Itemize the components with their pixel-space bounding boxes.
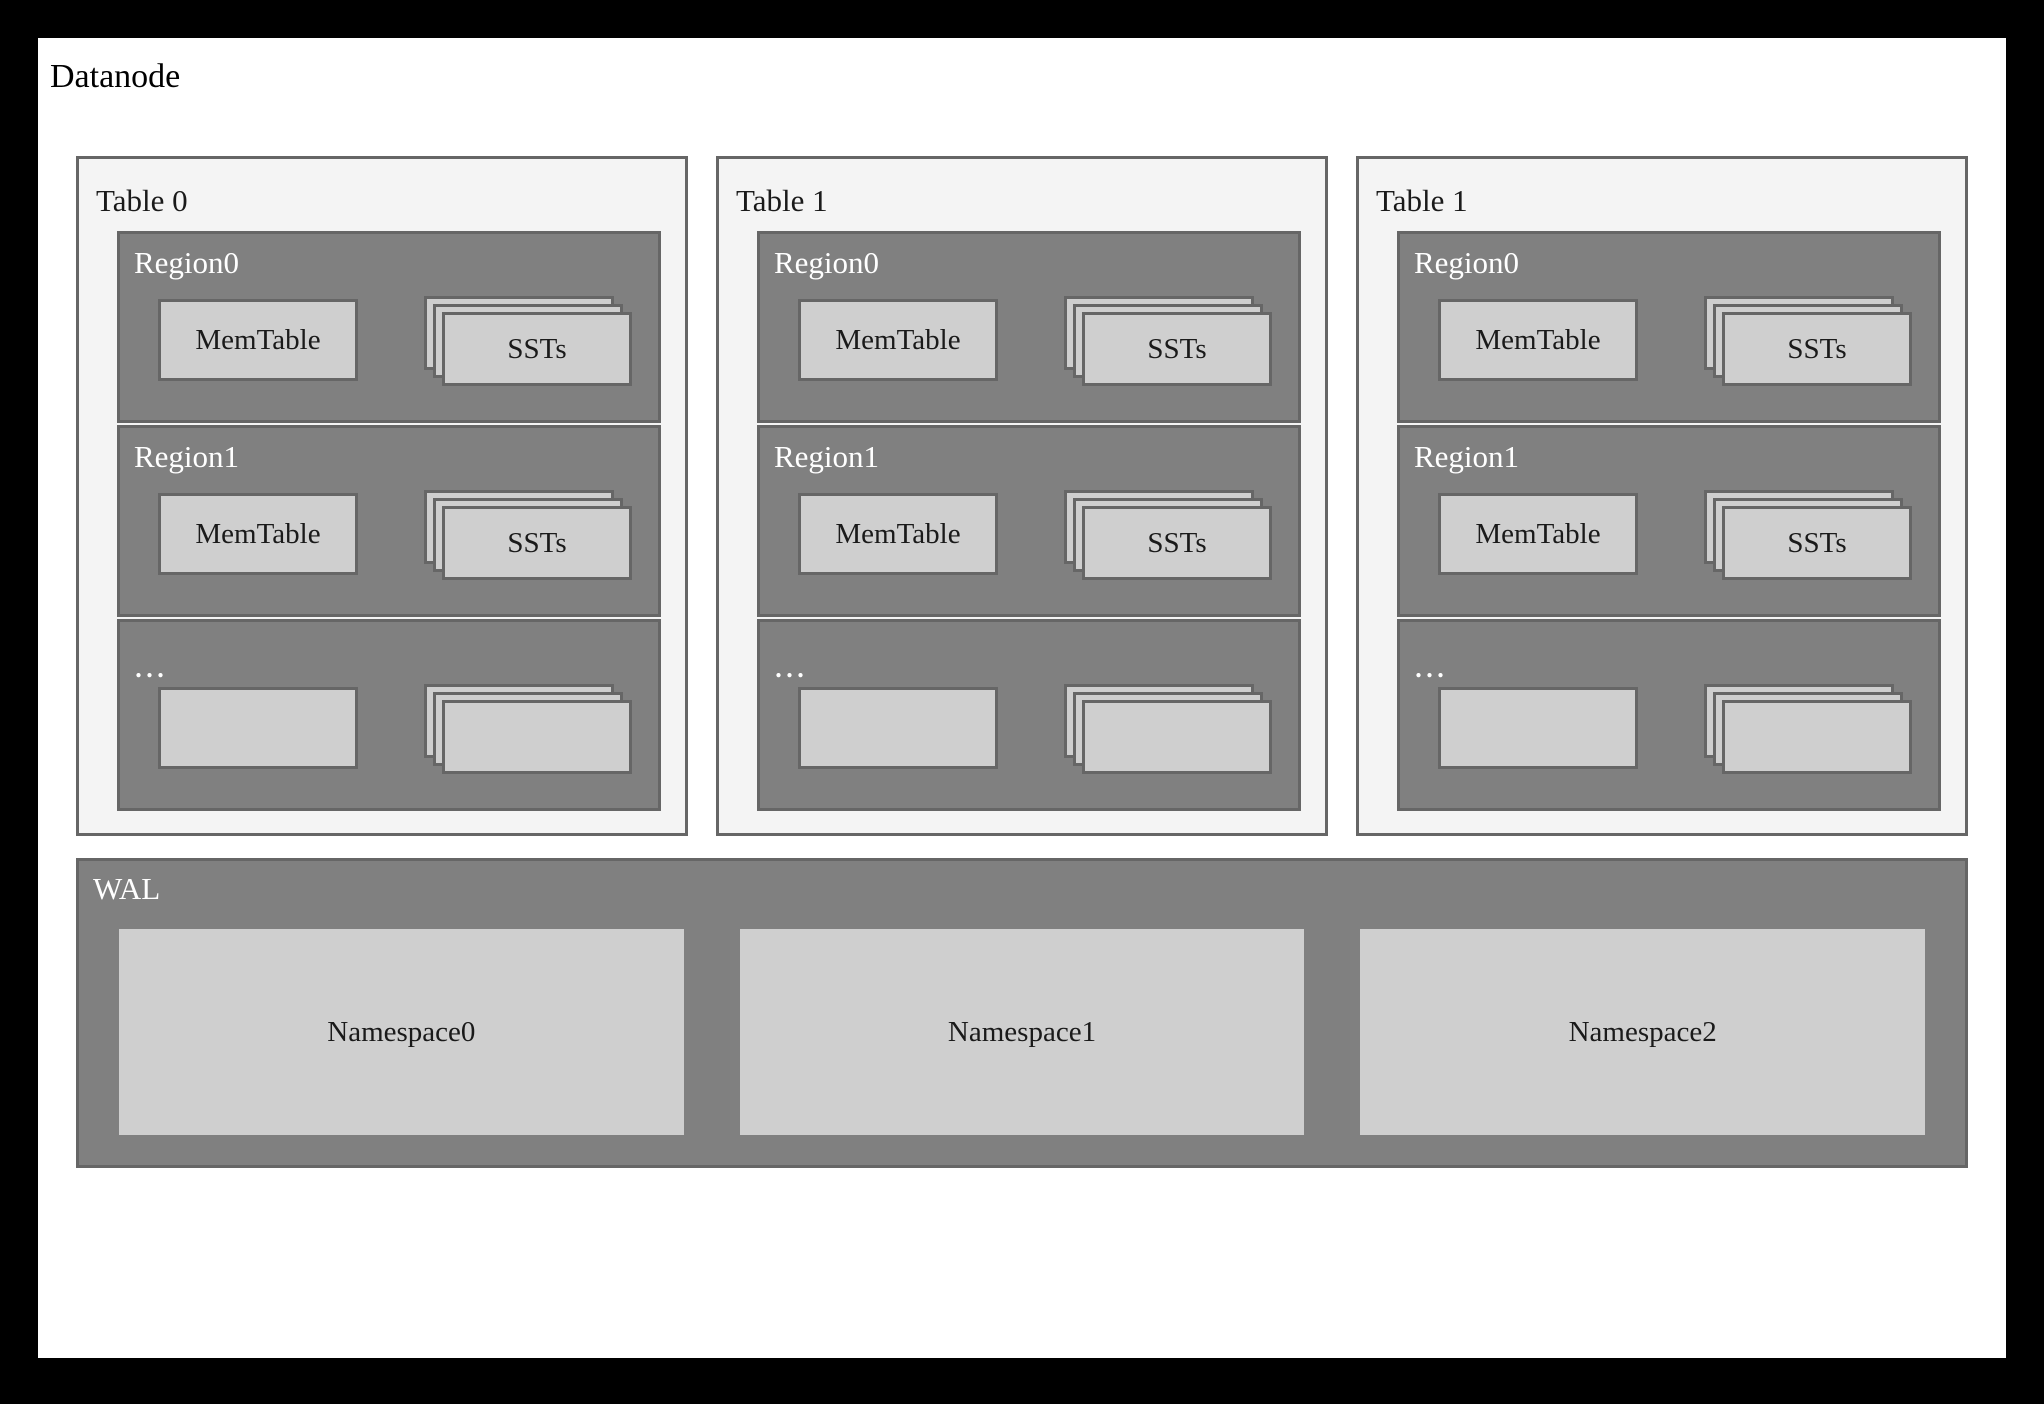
region-body: MemTable SSTs — [1438, 296, 1918, 386]
memtable-box[interactable] — [798, 687, 998, 769]
table-panel[interactable]: Table 1 Region0 MemTable SSTs Region1 — [716, 156, 1328, 836]
sst-sheet-front — [1722, 700, 1912, 774]
table-label: Table 0 — [96, 183, 188, 218]
namespace-box[interactable]: Namespace2 — [1360, 929, 1926, 1135]
region-body — [1438, 684, 1918, 774]
region-box[interactable]: Region0 MemTable SSTs — [1397, 231, 1941, 423]
memtable-box[interactable] — [158, 687, 358, 769]
diagram-canvas: Datanode Table 0 Region0 MemTable SSTs — [38, 38, 2006, 1358]
wal-label: WAL — [93, 871, 161, 906]
region-box-ellipsis[interactable]: ... — [1397, 619, 1941, 811]
table-label: Table 1 — [736, 183, 828, 218]
memtable-box[interactable]: MemTable — [798, 299, 998, 381]
sst-stack[interactable] — [1704, 684, 1914, 776]
regions-stack: Region0 MemTable SSTs Region1 MemTable — [1397, 231, 1941, 811]
region-box-ellipsis[interactable]: ... — [757, 619, 1301, 811]
region-label: Region1 — [1414, 439, 1520, 474]
sst-stack[interactable]: SSTs — [424, 490, 634, 582]
region-body — [158, 684, 638, 774]
memtable-box[interactable] — [1438, 687, 1638, 769]
sst-stack[interactable]: SSTs — [1704, 296, 1914, 388]
region-label: Region0 — [774, 245, 880, 280]
sst-sheet-front: SSTs — [1082, 312, 1272, 386]
ellipsis-icon: ... — [134, 645, 167, 685]
region-label: Region1 — [774, 439, 880, 474]
region-body: MemTable SSTs — [158, 490, 638, 580]
sst-sheet-front: SSTs — [442, 506, 632, 580]
memtable-box[interactable]: MemTable — [1438, 299, 1638, 381]
ellipsis-icon: ... — [1414, 645, 1447, 685]
region-body — [798, 684, 1278, 774]
sst-sheet-front: SSTs — [1722, 312, 1912, 386]
table-label: Table 1 — [1376, 183, 1468, 218]
region-label: Region1 — [134, 439, 240, 474]
wal-body: Namespace0 Namespace1 Namespace2 — [119, 929, 1926, 1135]
ellipsis-icon: ... — [774, 645, 807, 685]
region-body: MemTable SSTs — [798, 490, 1278, 580]
namespace-box[interactable]: Namespace0 — [119, 929, 684, 1135]
region-box[interactable]: Region1 MemTable SSTs — [1397, 425, 1941, 617]
memtable-box[interactable]: MemTable — [158, 299, 358, 381]
regions-stack: Region0 MemTable SSTs Region1 MemTable — [757, 231, 1301, 811]
sst-stack[interactable]: SSTs — [1064, 296, 1274, 388]
tables-row: Table 0 Region0 MemTable SSTs Region1 — [76, 156, 1968, 836]
region-box-ellipsis[interactable]: ... — [117, 619, 661, 811]
table-panel[interactable]: Table 0 Region0 MemTable SSTs Region1 — [76, 156, 688, 836]
sst-stack[interactable] — [424, 684, 634, 776]
region-box[interactable]: Region1 MemTable SSTs — [117, 425, 661, 617]
region-body: MemTable SSTs — [798, 296, 1278, 386]
sst-stack[interactable]: SSTs — [424, 296, 634, 388]
sst-stack[interactable] — [1064, 684, 1274, 776]
table-panel[interactable]: Table 1 Region0 MemTable SSTs Region1 — [1356, 156, 1968, 836]
memtable-box[interactable]: MemTable — [1438, 493, 1638, 575]
sst-sheet-front — [1082, 700, 1272, 774]
memtable-box[interactable]: MemTable — [798, 493, 998, 575]
sst-sheet-front — [442, 700, 632, 774]
sst-sheet-front: SSTs — [1722, 506, 1912, 580]
namespace-box[interactable]: Namespace1 — [739, 929, 1305, 1135]
page-title: Datanode — [50, 58, 181, 95]
regions-stack: Region0 MemTable SSTs Region1 MemTable — [117, 231, 661, 811]
sst-sheet-front: SSTs — [1082, 506, 1272, 580]
sst-sheet-front: SSTs — [442, 312, 632, 386]
wal-band[interactable]: WAL Namespace0 Namespace1 Namespace2 — [76, 858, 1968, 1168]
region-box[interactable]: Region1 MemTable SSTs — [757, 425, 1301, 617]
region-box[interactable]: Region0 MemTable SSTs — [757, 231, 1301, 423]
region-body: MemTable SSTs — [158, 296, 638, 386]
memtable-box[interactable]: MemTable — [158, 493, 358, 575]
region-label: Region0 — [134, 245, 240, 280]
sst-stack[interactable]: SSTs — [1064, 490, 1274, 582]
region-box[interactable]: Region0 MemTable SSTs — [117, 231, 661, 423]
region-body: MemTable SSTs — [1438, 490, 1918, 580]
sst-stack[interactable]: SSTs — [1704, 490, 1914, 582]
region-label: Region0 — [1414, 245, 1520, 280]
